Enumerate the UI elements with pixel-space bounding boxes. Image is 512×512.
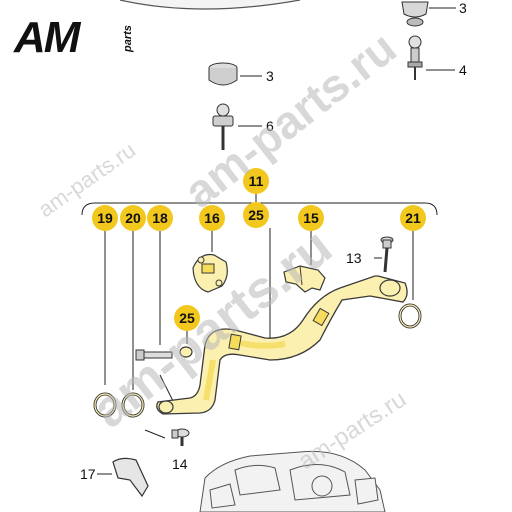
svg-text:am-parts.ru: am-parts.ru: [174, 21, 405, 218]
svg-text:25: 25: [248, 207, 264, 223]
part-11-coolant-pipe: [156, 275, 408, 415]
upper-component-outline: [119, 0, 301, 10]
badge-25-small: 25: [174, 305, 200, 331]
ball-stud-top-right: [407, 35, 455, 80]
callout-14: 14: [172, 456, 188, 472]
badge-11: 11: [243, 168, 269, 194]
svg-text:20: 20: [125, 210, 141, 226]
logo-main: AM: [13, 13, 82, 62]
svg-text:18: 18: [152, 210, 168, 226]
svg-text:11: 11: [249, 173, 264, 189]
part-14-bolt: [171, 428, 190, 446]
part-17-clip: [97, 457, 149, 498]
badge-25-group: 25: [243, 202, 269, 228]
callout-13: 13: [346, 250, 362, 266]
svg-text:16: 16: [204, 210, 220, 226]
badge-21: 21: [400, 205, 426, 231]
watermarks: am-parts.ru am-parts.ru am-parts.ru am-p…: [34, 21, 412, 475]
o-ring-20: [121, 392, 145, 418]
part-25-nipple: [179, 346, 193, 358]
grommet-middle: [208, 62, 262, 86]
svg-text:15: 15: [303, 210, 319, 226]
logo: AM parts: [13, 13, 134, 62]
callout-4: 4: [459, 62, 467, 78]
callout-3-top: 3: [459, 0, 467, 16]
part-18-stud: [135, 349, 173, 361]
svg-text:25: 25: [179, 310, 195, 326]
callout-17: 17: [80, 466, 96, 482]
svg-text:19: 19: [97, 210, 113, 226]
part-13-bolt: [380, 236, 394, 273]
badge-19: 19: [92, 205, 118, 231]
badge-15: 15: [298, 205, 324, 231]
grommet-top-right: [401, 1, 456, 27]
logo-sub: parts: [122, 25, 134, 53]
o-ring-21: [398, 303, 422, 329]
o-ring-19: [93, 392, 117, 418]
part-15-bracket: [283, 265, 326, 293]
callout-6: 6: [266, 118, 274, 134]
callout-3-middle: 3: [266, 68, 274, 84]
badge-20: 20: [120, 205, 146, 231]
svg-text:21: 21: [405, 210, 421, 226]
part-16-valve: [192, 253, 228, 293]
badge-16: 16: [199, 205, 225, 231]
ball-stud-middle: [212, 103, 262, 150]
engine-block: [199, 450, 386, 512]
badge-18: 18: [147, 205, 173, 231]
